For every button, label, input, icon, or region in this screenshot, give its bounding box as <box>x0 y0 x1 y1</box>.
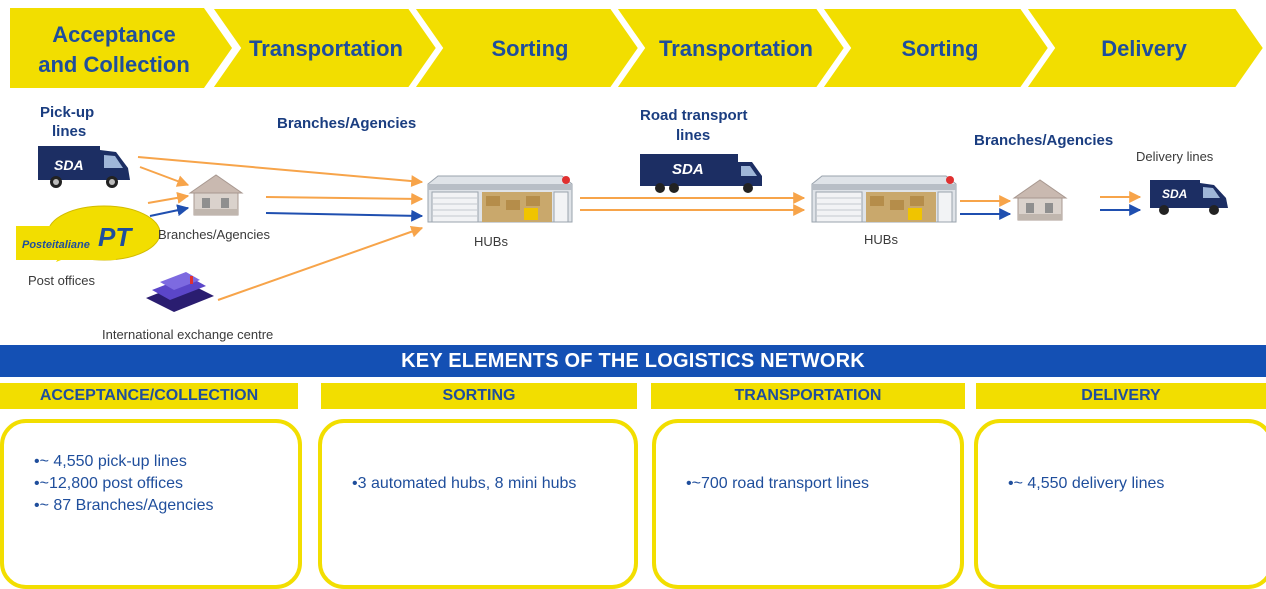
label-intl-exchange: International exchange centre <box>102 327 273 342</box>
arrow-branch-to-hub-orange <box>265 192 424 205</box>
acceptance-item: ~ 4,550 pick-up lines <box>34 451 214 473</box>
arrow-van-to-branch <box>139 166 190 187</box>
label-delivery-lines: Delivery lines <box>1136 149 1214 164</box>
truck-logo-text: SDA <box>672 161 704 178</box>
arrow-branch-to-hub-blue <box>265 209 424 222</box>
label-road-lines-2: lines <box>676 127 710 144</box>
arrow-van-to-hub <box>137 156 424 188</box>
label-branches-right: Branches/Agencies <box>974 132 1113 149</box>
stage-label-acceptance-line1: Acceptance <box>52 22 176 47</box>
arrow-pt-to-branch-orange <box>147 191 190 204</box>
stage-chevron-sorting-2 <box>820 7 1051 89</box>
hub-2-warehouse-icon <box>811 175 957 223</box>
stage-chevron-transportation-2 <box>614 7 847 89</box>
sorting-box: 3 automated hubs, 8 mini hubs <box>318 419 638 589</box>
stage-chevron-acceptance <box>10 8 232 88</box>
stage-chevron-sorting-1 <box>412 7 641 89</box>
stage-label-transportation-2: Transportation <box>659 36 813 61</box>
label-post-offices: Post offices <box>28 273 95 288</box>
category-acceptance: ACCEPTANCE/COLLECTION <box>0 383 298 409</box>
label-branches-mid: Branches/Agencies <box>158 227 271 242</box>
stage-label-transportation-1: Transportation <box>249 36 403 61</box>
sorting-list: 3 automated hubs, 8 mini hubs <box>352 473 577 495</box>
pickup-van-icon: SDA <box>38 146 130 188</box>
poste-italiane-logo: Posteitaliane PT <box>16 205 161 262</box>
delivery-box: ~ 4,550 delivery lines <box>974 419 1266 589</box>
international-exchange-building-icon <box>146 272 214 312</box>
category-transportation: TRANSPORTATION <box>651 383 965 409</box>
transportation-box: ~700 road transport lines <box>652 419 964 589</box>
stage-chevron-delivery <box>1024 7 1266 89</box>
arrow-intl-to-hub <box>217 225 424 301</box>
sorting-item: 3 automated hubs, 8 mini hubs <box>352 473 577 495</box>
branch-left-building-icon <box>189 174 243 216</box>
stage-label-sorting-1: Sorting <box>492 36 569 61</box>
delivery-list: ~ 4,550 delivery lines <box>1008 473 1165 495</box>
logistics-flow-diagram: Acceptance and Collection Transportation… <box>10 7 1266 342</box>
acceptance-item: ~12,800 post offices <box>34 473 214 495</box>
delivery-van-logo-text: SDA <box>1162 187 1187 201</box>
flow-arrows <box>137 156 1142 301</box>
transportation-list: ~700 road transport lines <box>686 473 869 495</box>
delivery-item: ~ 4,550 delivery lines <box>1008 473 1165 495</box>
acceptance-item: ~ 87 Branches/Agencies <box>34 495 214 517</box>
stage-chevron-transportation-1 <box>210 7 439 89</box>
road-transport-truck-icon: SDA <box>640 154 762 193</box>
acceptance-box: ~ 4,550 pick-up lines ~12,800 post offic… <box>0 419 302 589</box>
branch-right-building-icon <box>1013 179 1067 221</box>
stage-label-acceptance-line2: and Collection <box>38 52 190 77</box>
label-pickup-lines-1: Pick-up <box>40 104 94 121</box>
acceptance-list: ~ 4,550 pick-up lines ~12,800 post offic… <box>34 451 214 517</box>
label-hubs-2: HUBs <box>864 232 898 247</box>
transportation-item: ~700 road transport lines <box>686 473 869 495</box>
poste-italiane-pt: PT <box>98 222 133 252</box>
key-elements-title: KEY ELEMENTS OF THE LOGISTICS NETWORK <box>0 345 1266 377</box>
arrow-pt-to-branch-blue <box>149 204 190 217</box>
van-logo-text: SDA <box>54 157 84 173</box>
hub-1-warehouse-icon <box>427 175 573 223</box>
category-sorting: SORTING <box>321 383 637 409</box>
stage-header: Acceptance and Collection Transportation… <box>10 7 1266 89</box>
category-delivery: DELIVERY <box>976 383 1266 409</box>
stage-label-sorting-2: Sorting <box>902 36 979 61</box>
delivery-van-icon: SDA <box>1150 180 1228 215</box>
poste-italiane-name: Posteitaliane <box>22 239 90 251</box>
stage-label-delivery: Delivery <box>1101 36 1187 61</box>
label-branches-top-left: Branches/Agencies <box>277 115 416 132</box>
label-pickup-lines-2: lines <box>52 123 86 140</box>
label-hubs-1: HUBs <box>474 234 508 249</box>
label-road-lines-1: Road transport <box>640 107 748 124</box>
